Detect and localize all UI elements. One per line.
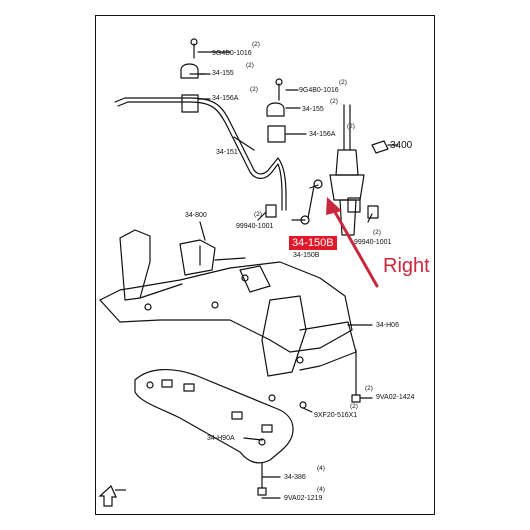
part-label-9xf20-516x1: 9XF20-516X1 [314,412,358,419]
stabilizer-bar [114,97,287,211]
bracket-mid [266,102,285,117]
qty-9g4b0-1016-top: (2) [252,41,260,48]
part-label-34-156a-mid: 34-156A [309,131,336,138]
part-label-9g4b0-1016-mid: 9G4B0-1016 [299,87,339,94]
red-pointer-arrow [326,197,379,288]
strut-assembly [329,104,399,236]
front-direction-arrow [98,485,126,507]
qty-9xf20-516x1: (2) [350,403,358,410]
plate-34-h90a [134,368,294,464]
highlighted-part-label-34-150b: 34-150B [289,236,337,251]
part-label-9g4b0-1016-top: 9G4B0-1016 [212,50,252,57]
qty-99940-1001-left: (2) [254,211,262,218]
qty-9g4b0-1016-mid: (2) [339,79,347,86]
part-label-9va02-1219: 9VA02-1219 [284,495,323,502]
part-label-34-h90a: 34-H90A [207,435,235,442]
qty-34-155-mid: (2) [330,98,338,105]
part-label-34-h06: 34-H06 [376,322,399,329]
part-label-34-156a-top: 34-156A [212,95,239,102]
qty-34-386: (4) [317,465,325,472]
part-label-34-800: 34-800 [185,212,207,219]
qty-34-156a-top: (2) [250,86,258,93]
part-label-34-151: 34-151 [216,149,238,156]
part-label-9va02-1424: 9VA02-1424 [376,394,415,401]
qty-9va02-1219: (4) [317,486,325,493]
right-side-callout: Right [383,255,430,277]
qty-34-156a-mid: (2) [347,123,355,130]
bracket-top [180,63,199,79]
qty-34-155-top: (2) [246,62,254,69]
part-label-99940-1001-left: 99940-1001 [236,223,274,230]
qty-99940-1001-right: (2) [373,229,381,236]
part-label-34-386: 34-386 [284,474,306,481]
part-label-34-155-top: 34-155 [212,70,234,77]
stabilizer-link [291,179,323,225]
part-label-99940-1001-right: 99940-1001 [354,239,392,246]
part-label-34-150b-small: 34-150B [293,252,320,259]
part-label-34-155-mid: 34-155 [302,106,324,113]
qty-9va02-1424: (2) [365,385,373,392]
part-label-3400: 3400 [390,140,413,151]
